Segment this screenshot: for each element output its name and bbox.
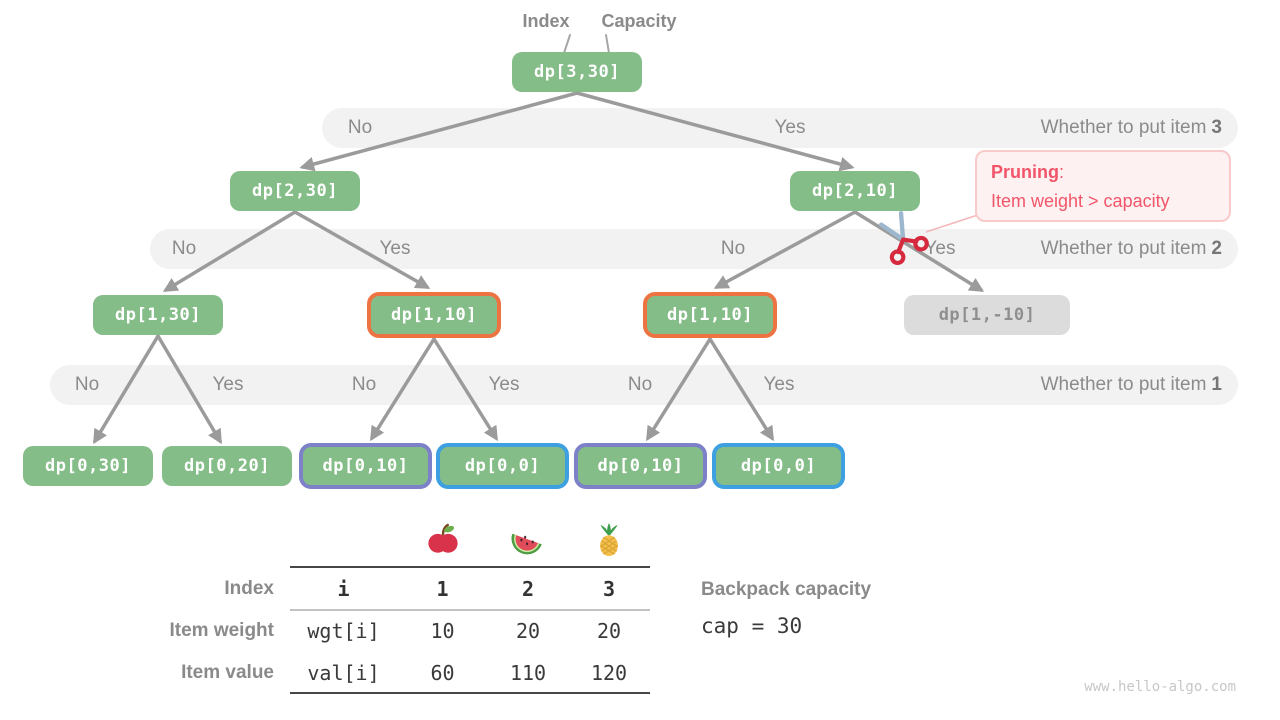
band-question-item-number: 2 [1211, 238, 1222, 259]
branch-label-no: No [171, 238, 197, 259]
table-value-cell: 60 [430, 660, 455, 685]
branch-label-no: No [74, 374, 100, 395]
branch-label-no: No [351, 374, 377, 395]
pruning-detail: Item weight > capacity [991, 191, 1170, 211]
node-dp-0-10-a: dp[0,10] [299, 443, 432, 489]
node-dp-0-20: dp[0,20] [162, 446, 292, 486]
branch-label-no: No [347, 117, 373, 138]
table-row-label-index: Index [224, 577, 274, 599]
node-dp-2-30: dp[2,30] [230, 171, 360, 211]
band-question-text: Whether to put item [1040, 374, 1207, 395]
node-dp-1-10-a: dp[1,10] [367, 292, 501, 338]
table-header-cell: 1 [436, 576, 449, 601]
pruning-title: Pruning [991, 162, 1059, 182]
apple-icon [397, 513, 488, 567]
table-header-cell: 2 [521, 576, 535, 601]
table-rule-top [290, 566, 650, 568]
backpack-capacity-value: cap = 30 [701, 614, 803, 638]
band-question-item-number: 3 [1211, 117, 1222, 138]
node-dp-0-0-b: dp[0,0] [712, 443, 845, 489]
pruning-callout: Pruning: Item weight > capacity [975, 150, 1231, 222]
pointer-tick-lines [563, 34, 610, 54]
table-value-cell: 110 [509, 660, 547, 685]
node-dp-0-10-b: dp[0,10] [574, 443, 707, 489]
scissors-icon [878, 210, 929, 266]
band-question-item-number: 1 [1211, 374, 1222, 395]
backpack-capacity-note: Backpack capacity cap = 30 [701, 579, 871, 638]
node-dp-0-30: dp[0,30] [23, 446, 153, 486]
branch-label-yes: Yes [763, 374, 795, 395]
watermelon-icon [488, 513, 568, 567]
band-question-text: Whether to put item [1040, 238, 1207, 259]
table-row-label-value: Item value [181, 661, 274, 683]
branch-label-yes: Yes [488, 374, 520, 395]
pineapple-icon [568, 513, 650, 567]
capacity-pointer-label: Capacity [601, 11, 677, 31]
table-rule-bottom [290, 692, 650, 694]
branch-label-no: No [720, 238, 746, 259]
index-pointer-label: Index [522, 11, 570, 31]
node-dp-2-10: dp[2,10] [790, 171, 920, 211]
node-dp-3-30: dp[3,30] [512, 52, 642, 92]
table-weight-cell: 10 [430, 618, 455, 643]
branch-label-yes: Yes [379, 238, 411, 259]
table-weight-cell: 20 [596, 618, 622, 643]
table-value-key: val[i] [307, 660, 380, 685]
table-weight-cell: 20 [515, 618, 541, 643]
table-weight-key: wgt[i] [307, 618, 380, 643]
table-rule-middle [290, 609, 650, 611]
branch-label-yes: Yes [212, 374, 244, 395]
backpack-capacity-label: Backpack capacity [701, 579, 872, 600]
table-header-cell: 3 [602, 576, 616, 601]
node-dp-1-neg10-pruned: dp[1,-10] [904, 295, 1070, 335]
table-header-key: i [337, 576, 350, 601]
table-row-label-weight: Item weight [169, 619, 274, 641]
table-value-cell: 120 [590, 660, 628, 685]
pruning-title-line: Pruning: [991, 158, 1215, 187]
decision-band-item-1: No Yes No Yes No Yes Whether to put item… [50, 365, 1238, 405]
node-dp-1-10-b: dp[1,10] [643, 292, 777, 338]
branch-label-yes: Yes [774, 117, 806, 138]
branch-label-no: No [627, 374, 653, 395]
band-question-text: Whether to put item [1040, 117, 1207, 138]
items-table: Index i 1 2 3 Item weight wgt[i] 10 20 2… [120, 513, 650, 694]
watermark: www.hello-algo.com [1084, 679, 1236, 695]
pruning-colon: : [1059, 162, 1065, 182]
node-dp-0-0-a: dp[0,0] [436, 443, 569, 489]
node-dp-1-30: dp[1,30] [93, 295, 223, 335]
